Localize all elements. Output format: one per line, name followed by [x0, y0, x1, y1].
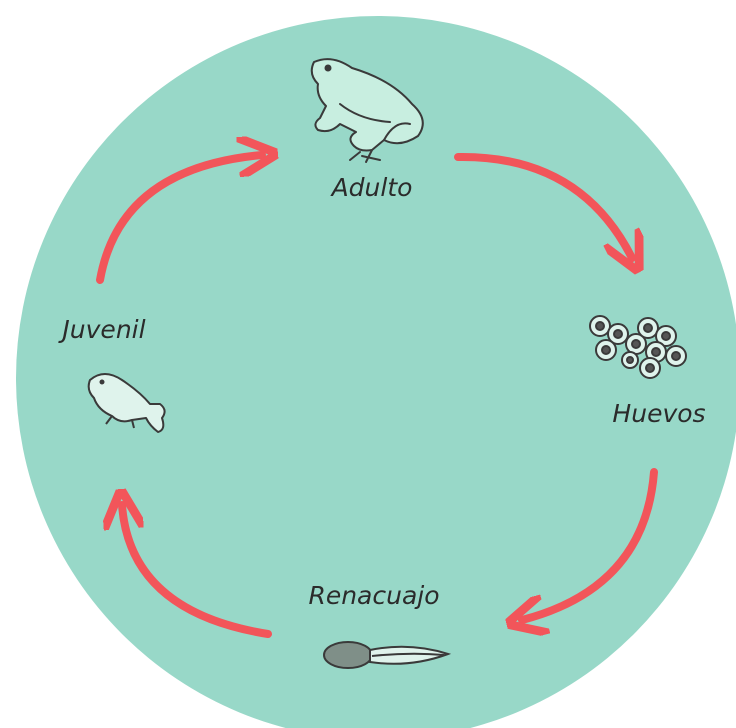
stage-label-eggs: Huevos	[612, 399, 705, 428]
stage-label-tadpole: Renacuajo	[308, 581, 439, 610]
stage-label-juvenile: Juvenil	[57, 315, 145, 344]
stage-label-adult: Adulto	[330, 173, 413, 202]
